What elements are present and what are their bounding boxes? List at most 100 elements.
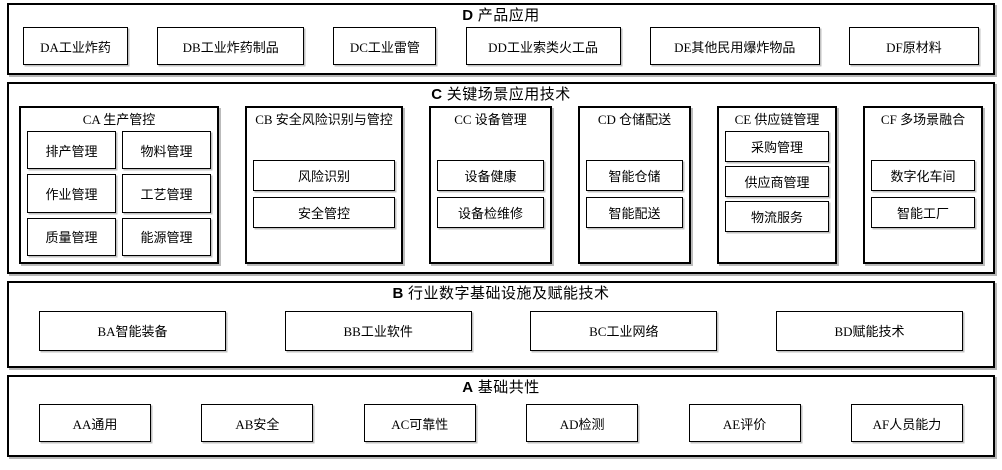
- node-ca-1-label: 排产管理: [45, 143, 98, 159]
- node-ca-5[interactable]: 质量管理: [27, 217, 116, 256]
- node-df-label: DF原材料: [886, 39, 942, 55]
- group-cf: CF 多场景融合 数字化车间 智能工厂: [863, 106, 983, 264]
- node-ce-1[interactable]: 采购管理: [725, 131, 829, 162]
- band-c-columns: CA 生产管控 排产管理 物料管理 作业管理 工艺管理 质量管理 能源管理 CB…: [9, 104, 993, 272]
- group-cc-items: 设备健康 设备检维修: [437, 131, 544, 256]
- band-d-items: DA工业炸药 DB工业炸药制品 DC工业雷管 DD工业索类火工品 DE其他民用爆…: [9, 25, 993, 73]
- node-cc-1[interactable]: 设备健康: [437, 159, 544, 191]
- band-b-title-text: 行业数字基础设施及赋能技术: [408, 286, 610, 302]
- node-ad[interactable]: AD检测: [526, 404, 639, 442]
- band-c-title: C 关键场景应用技术: [9, 84, 993, 104]
- node-bd[interactable]: BD赋能技术: [775, 310, 963, 351]
- node-dc-label: DC工业雷管: [349, 39, 420, 55]
- node-cb-1[interactable]: 风险识别: [253, 159, 395, 191]
- node-ce-1-label: 采购管理: [750, 140, 803, 155]
- band-d-title: D 产品应用: [9, 5, 993, 25]
- node-bb[interactable]: BB工业软件: [284, 310, 472, 351]
- node-cd-1[interactable]: 智能仓储: [586, 159, 683, 191]
- band-c-code: C: [431, 86, 443, 103]
- group-cc-title: CC 设备管理: [454, 112, 527, 127]
- band-b-digital-infrastructure: B 行业数字基础设施及赋能技术 BA智能装备 BB工业软件 BC工业网络 BD赋…: [7, 281, 995, 368]
- group-ce-items: 采购管理 供应商管理 物流服务: [725, 131, 829, 256]
- node-ae-label: AE评价: [722, 416, 767, 432]
- band-a-code: A: [462, 379, 474, 396]
- node-cd-2[interactable]: 智能配送: [586, 196, 683, 228]
- node-cf-1-label: 数字化车间: [890, 168, 956, 184]
- node-af-label: AF人员能力: [872, 416, 942, 432]
- node-de[interactable]: DE其他民用爆炸物品: [649, 27, 820, 65]
- node-da-label: DA工业炸药: [40, 39, 111, 55]
- node-dc[interactable]: DC工业雷管: [333, 27, 437, 65]
- group-cb-title: CB 安全风险识别与管控: [255, 112, 393, 127]
- node-ab[interactable]: AB安全: [201, 404, 314, 442]
- node-dd[interactable]: DD工业索类火工品: [465, 27, 621, 65]
- node-ce-3-label: 物流服务: [750, 210, 803, 225]
- group-ce-title: CE 供应链管理: [734, 112, 820, 127]
- node-cc-2-label: 设备检维修: [457, 205, 523, 221]
- node-aa[interactable]: AA通用: [39, 404, 151, 442]
- band-a-title-text: 基础共性: [477, 380, 540, 396]
- group-cf-title: CF 多场景融合: [880, 112, 966, 127]
- node-ce-2[interactable]: 供应商管理: [725, 166, 829, 197]
- node-cb-2[interactable]: 安全管控: [253, 196, 395, 228]
- node-da[interactable]: DA工业炸药: [23, 27, 128, 65]
- node-ca-2-label: 物料管理: [140, 143, 193, 159]
- node-ca-4[interactable]: 工艺管理: [122, 174, 211, 213]
- node-ca-6-label: 能源管理: [140, 230, 193, 246]
- group-cd: CD 仓储配送 智能仓储 智能配送: [578, 106, 691, 264]
- node-ac-label: AC可靠性: [391, 416, 449, 432]
- node-ac[interactable]: AC可靠性: [363, 404, 476, 442]
- node-cc-1-label: 设备健康: [464, 168, 517, 184]
- band-c-key-scenario-technology: C 关键场景应用技术 CA 生产管控 排产管理 物料管理 作业管理 工艺管理 质…: [7, 82, 995, 274]
- band-a-title: A 基础共性: [9, 377, 993, 397]
- node-bc[interactable]: BC工业网络: [530, 310, 718, 351]
- node-ce-2-label: 供应商管理: [744, 175, 810, 190]
- node-ca-5-label: 质量管理: [45, 230, 98, 246]
- node-cb-2-label: 安全管控: [297, 205, 350, 221]
- group-cc: CC 设备管理 设备健康 设备检维修: [429, 106, 552, 264]
- group-cd-items: 智能仓储 智能配送: [586, 131, 683, 256]
- node-db-label: DB工业炸药制品: [182, 39, 279, 55]
- band-d-product-application: D 产品应用 DA工业炸药 DB工业炸药制品 DC工业雷管 DD工业索类火工品 …: [7, 3, 995, 75]
- group-cf-items: 数字化车间 智能工厂: [871, 131, 975, 256]
- node-ad-label: AD检测: [559, 416, 605, 432]
- node-cb-1-label: 风险识别: [297, 168, 350, 184]
- node-ca-6[interactable]: 能源管理: [122, 217, 211, 256]
- node-ae[interactable]: AE评价: [688, 404, 801, 442]
- node-ca-1[interactable]: 排产管理: [27, 131, 116, 170]
- node-db[interactable]: DB工业炸药制品: [157, 27, 305, 65]
- node-ba[interactable]: BA智能装备: [39, 310, 226, 351]
- group-ce: CE 供应链管理 采购管理 供应商管理 物流服务: [717, 106, 837, 264]
- band-a-items: AA通用 AB安全 AC可靠性 AD检测 AE评价 AF人员能力: [9, 397, 993, 455]
- band-a-foundation-common: A 基础共性 AA通用 AB安全 AC可靠性 AD检测 AE评价 AF人员能力: [7, 375, 995, 457]
- node-cf-2[interactable]: 智能工厂: [871, 196, 975, 228]
- node-ce-3[interactable]: 物流服务: [725, 201, 829, 232]
- node-af[interactable]: AF人员能力: [850, 404, 963, 442]
- node-ca-4-label: 工艺管理: [140, 186, 193, 202]
- group-cb-items: 风险识别 安全管控: [253, 131, 395, 256]
- group-ca-title: CA 生产管控: [82, 112, 156, 127]
- group-ca-items: 排产管理 物料管理 作业管理 工艺管理 质量管理 能源管理: [27, 131, 211, 256]
- band-c-title-text: 关键场景应用技术: [446, 87, 571, 103]
- node-aa-label: AA通用: [72, 416, 118, 432]
- band-d-code: D: [462, 7, 474, 24]
- node-bc-label: BC工业网络: [589, 324, 659, 339]
- band-b-code: B: [392, 285, 404, 302]
- node-ba-label: BA智能装备: [97, 324, 168, 339]
- node-bb-label: BB工业软件: [343, 324, 413, 339]
- node-df[interactable]: DF原材料: [848, 27, 979, 65]
- node-cd-2-label: 智能配送: [608, 205, 661, 221]
- node-ca-3[interactable]: 作业管理: [27, 174, 116, 213]
- node-cf-1[interactable]: 数字化车间: [871, 159, 975, 191]
- node-cd-1-label: 智能仓储: [608, 168, 661, 184]
- node-cf-2-label: 智能工厂: [896, 205, 949, 221]
- group-cd-title: CD 仓储配送: [597, 112, 672, 127]
- node-ab-label: AB安全: [235, 416, 280, 432]
- band-b-title: B 行业数字基础设施及赋能技术: [9, 283, 993, 303]
- node-cc-2[interactable]: 设备检维修: [437, 196, 544, 228]
- band-b-items: BA智能装备 BB工业软件 BC工业网络 BD赋能技术: [9, 303, 993, 366]
- node-bd-label: BD赋能技术: [834, 324, 905, 339]
- node-de-label: DE其他民用爆炸物品: [674, 39, 796, 55]
- node-ca-2[interactable]: 物料管理: [122, 131, 211, 170]
